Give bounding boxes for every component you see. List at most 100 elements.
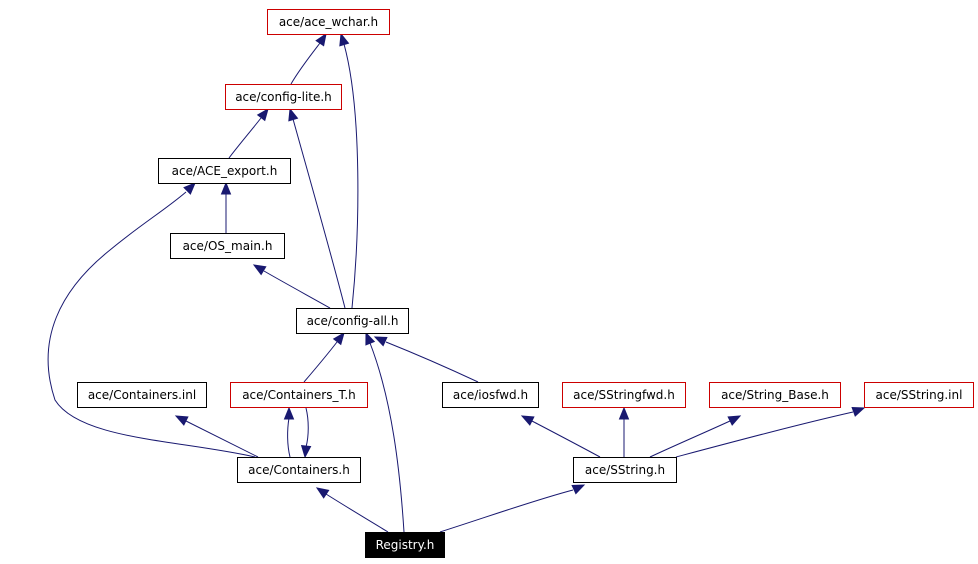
node-config-all[interactable]: ace/config-all.h [296,308,409,334]
node-config-lite[interactable]: ace/config-lite.h [225,84,342,110]
node-os-main[interactable]: ace/OS_main.h [170,233,285,259]
edge-line [325,493,389,533]
nodes-layer: ace/ace_wchar.h ace/config-lite.h ace/ACE_… [77,9,974,558]
node-box [562,382,686,408]
node-label: ace/String_Base.h [721,388,829,402]
edge-line [343,43,359,309]
edge-line [228,117,262,159]
node-containers-inl[interactable]: ace/Containers.inl [77,382,207,408]
node-label: ace/ace_wchar.h [279,15,378,29]
arrowhead [851,407,866,417]
node-label: ace/Containers_T.h [242,388,356,402]
edge-line [649,420,731,458]
edge-config_all-to-config_lite [288,107,346,309]
node-label: ace/SStringfwd.h [573,388,675,402]
node-label: ace/ACE_export.h [172,164,278,178]
arrowhead [174,415,189,426]
edge-containers_h-to-containers_inl [174,415,259,458]
edge-containers_t-to-containers_h [300,407,312,459]
node-box [230,382,368,408]
arrowhead [571,484,586,495]
edge-registry_h-to-containers_h [315,487,389,533]
edge-line [305,407,309,448]
edge-sstring_h-to-sstring_inl [675,407,866,458]
arrowhead [183,182,196,195]
edge-sstring_h-to-sstringfwd [618,406,630,457]
edge-config_lite-to-ace_wchar [290,32,327,85]
node-iosfwd[interactable]: ace/iosfwd.h [442,382,539,408]
edge-containers_h-to-ace_export [47,182,256,458]
edge-config_all-to-os_main [252,264,331,309]
edge-containers_h-to-containers_t [283,406,295,458]
node-label: Registry.h [376,538,435,552]
edge-line [185,420,259,458]
arrowhead [727,415,742,426]
edge-line [287,417,291,458]
edge-line [290,42,321,85]
node-box [225,84,342,110]
node-box [442,382,539,408]
arrowhead [288,107,299,122]
edge-line [263,270,331,309]
node-ace-export[interactable]: ace/ACE_export.h [158,158,291,184]
arrowhead [256,107,269,122]
node-label: ace/iosfwd.h [453,388,528,402]
node-registry-h[interactable]: Registry.h [365,532,445,558]
edge-line [292,118,346,309]
edge-iosfwd-to-config_all [373,336,479,383]
edge-registry_h-to-sstring_h [439,484,586,533]
edge-sstring_h-to-iosfwd [520,415,601,458]
node-containers-h[interactable]: ace/Containers.h [237,457,361,483]
arrowhead [339,32,350,47]
node-label: ace/SString.inl [876,388,963,402]
arrowhead [315,487,330,499]
edge-containers_t-to-config_all [303,331,345,383]
node-box [296,308,409,334]
edge-os_main-to-ace_export [220,181,232,233]
node-label: ace/Containers.h [248,463,350,477]
arrowhead [365,331,376,346]
edge-line [439,489,574,533]
arrowhead [373,336,388,347]
edge-line [303,341,338,383]
node-box [237,457,361,483]
node-box [709,382,841,408]
node-string-base[interactable]: ace/String_Base.h [709,382,841,408]
arrowhead [618,406,630,420]
node-box [170,233,285,259]
node-box [573,457,677,483]
arrowhead [300,445,312,459]
node-label: ace/config-all.h [307,314,399,328]
edge-line [675,411,854,458]
node-sstringfwd[interactable]: ace/SStringfwd.h [562,382,686,408]
node-box [864,382,974,408]
edges-layer [47,32,866,533]
edge-registry_h-to-config_all [365,331,405,533]
node-box [267,9,390,35]
arrowhead [520,415,535,426]
node-containers-t[interactable]: ace/Containers_T.h [230,382,368,408]
arrowhead [315,32,327,47]
arrowhead [252,264,267,276]
arrowhead [332,331,345,346]
node-ace-wchar[interactable]: ace/ace_wchar.h [267,9,390,35]
edge-line [531,420,601,458]
node-label: ace/config-lite.h [235,90,332,104]
edge-config_all-to-ace_wchar [339,32,359,309]
node-sstring-h[interactable]: ace/SString.h [573,457,677,483]
edge-line [47,191,256,458]
node-label: ace/OS_main.h [183,239,273,253]
node-sstring-inl[interactable]: ace/SString.inl [864,382,974,408]
arrowhead [220,181,232,195]
node-box [158,158,291,184]
node-label: ace/Containers.inl [88,388,196,402]
node-box [365,532,445,558]
edge-line [385,341,479,383]
node-label: ace/SString.h [585,463,665,477]
arrowhead [283,406,295,420]
node-box [77,382,207,408]
edge-sstring_h-to-string_base [649,415,742,458]
edge-ace_export-to-config_lite [228,107,269,159]
edge-line [369,342,405,533]
